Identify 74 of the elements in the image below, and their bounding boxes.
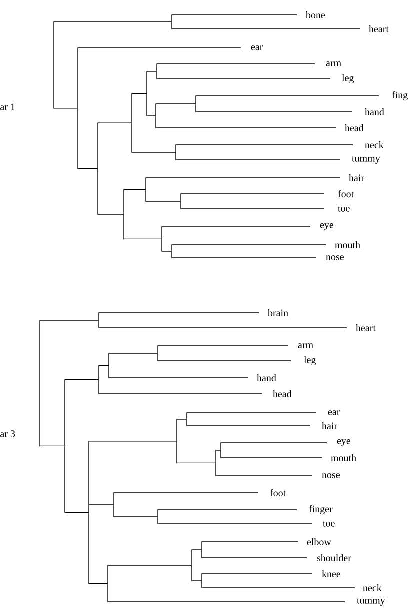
tree-branch bbox=[177, 462, 216, 464]
leaf-label: foot bbox=[270, 489, 286, 497]
leaf-label: eye bbox=[337, 440, 351, 446]
leaf-label: nose bbox=[322, 474, 340, 478]
tree-branch bbox=[124, 238, 162, 240]
leaf-label: ear bbox=[328, 410, 340, 416]
tree-branch bbox=[192, 580, 202, 582]
tree-branch bbox=[172, 244, 326, 246]
leaf-label: knee bbox=[322, 570, 341, 578]
tree-branch bbox=[221, 442, 328, 444]
leaf-label: finger bbox=[309, 505, 333, 515]
tree-branch bbox=[216, 450, 221, 451]
tree-branch bbox=[54, 108, 78, 109]
tree-branch bbox=[124, 189, 146, 190]
leaf-label: hand bbox=[257, 374, 276, 382]
tree-branch bbox=[109, 353, 158, 354]
tree-branch bbox=[114, 492, 258, 494]
leaf-label: eye bbox=[320, 224, 334, 230]
tree-branch bbox=[40, 320, 99, 321]
leaf-label: hand bbox=[365, 108, 384, 116]
tree-branch bbox=[132, 93, 147, 94]
leaf-label: hair bbox=[322, 422, 338, 430]
tree-branch bbox=[89, 504, 114, 506]
leaf-label: brain bbox=[268, 309, 288, 316]
leaf-label: mouth bbox=[335, 241, 360, 248]
leaf-label: hair bbox=[349, 174, 364, 182]
group-label: ar 1 bbox=[0, 104, 15, 110]
leaf-label: tummy bbox=[357, 598, 386, 606]
tree-branch bbox=[99, 365, 109, 366]
tree-branch bbox=[181, 208, 324, 210]
tree-branch bbox=[132, 152, 176, 153]
leaf-label: heart bbox=[369, 25, 389, 33]
tree-branch bbox=[147, 71, 157, 72]
leaf-label: arm bbox=[298, 344, 314, 348]
tree-branch bbox=[99, 312, 260, 314]
leaf-label: bone bbox=[306, 11, 326, 19]
tree-branch bbox=[98, 122, 132, 124]
tree-branch bbox=[65, 512, 89, 513]
tree-branch bbox=[78, 168, 98, 170]
group-label: ar 3 bbox=[0, 430, 16, 438]
tree-branch bbox=[98, 214, 124, 215]
tree-branch bbox=[172, 28, 360, 30]
tree-branch bbox=[162, 251, 172, 252]
leaf-label: ear bbox=[251, 46, 264, 50]
leaf-label: nose bbox=[326, 256, 344, 260]
leaf-label: leg bbox=[304, 356, 316, 366]
tree-branch bbox=[108, 565, 192, 566]
leaf-label: fing bbox=[392, 91, 408, 101]
leaf-label: tummy bbox=[352, 156, 380, 164]
tree-branch bbox=[172, 14, 298, 16]
leaf-label: foot bbox=[338, 190, 354, 198]
leaf-label: head bbox=[273, 390, 292, 398]
tree-branch bbox=[187, 412, 316, 414]
leaf-label: heart bbox=[356, 324, 376, 332]
tree-branch bbox=[114, 516, 158, 518]
leaf-label: neck bbox=[365, 141, 384, 149]
leaf-label: toe bbox=[323, 521, 335, 527]
leaf-label: neck bbox=[363, 584, 382, 592]
leaf-label: shoulder bbox=[317, 554, 352, 562]
leaf-label: leg bbox=[342, 74, 354, 84]
tree-branch bbox=[176, 144, 354, 146]
leaf-label: toe bbox=[338, 206, 350, 212]
leaf-label: elbow bbox=[307, 538, 332, 546]
tree-branch bbox=[162, 226, 310, 228]
tree-branch bbox=[177, 419, 187, 420]
leaf-label: mouth bbox=[331, 454, 356, 462]
tree-branch bbox=[158, 360, 292, 362]
leaf-label: head bbox=[345, 124, 364, 132]
leaf-label: arm bbox=[326, 62, 342, 66]
tree-branch bbox=[157, 78, 330, 80]
tree-branch bbox=[89, 441, 177, 442]
tree-branch bbox=[146, 201, 181, 202]
tree-branch bbox=[89, 583, 108, 584]
tree-branch bbox=[40, 446, 65, 447]
